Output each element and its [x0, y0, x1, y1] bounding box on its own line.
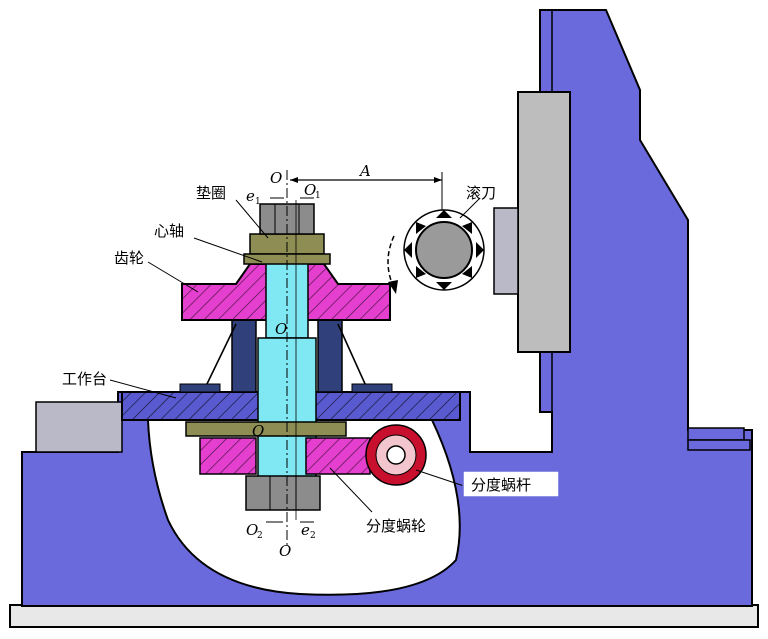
leader-worm [415, 469, 465, 487]
strut-right [337, 323, 367, 387]
label-mandrel: 心轴 [154, 222, 184, 240]
rotation-arrow [387, 235, 395, 289]
hob-slide [517, 91, 571, 353]
symbol-O2: O [246, 521, 258, 539]
symbol-e2: e [301, 521, 310, 539]
label-index-worm-wheel: 分度蜗轮 [366, 517, 426, 535]
gasket-mid [185, 421, 347, 437]
symbol-O-bottom: O [279, 542, 291, 560]
column-step-1 [687, 427, 745, 441]
label-index-worm: 分度蜗杆 [471, 476, 531, 494]
support-foot-left [179, 383, 221, 393]
hob-arbor-support [493, 207, 519, 295]
symbol-A: A [358, 162, 371, 180]
symbol-e2-sub: 2 [310, 531, 316, 541]
symbol-e1: e [246, 187, 255, 205]
strut-left [205, 323, 237, 387]
leader-gasket [235, 199, 269, 239]
symbol-O-low: O [252, 422, 264, 440]
leader-mandrel [193, 237, 263, 263]
bottom-nut [245, 475, 321, 511]
symbol-O2-sub: 2 [257, 531, 263, 541]
leader-gear [147, 261, 199, 293]
label-gasket: 垫圈 [196, 184, 226, 202]
hob-cutter [403, 209, 485, 291]
label-worktable: 工作台 [62, 370, 107, 388]
support-right [317, 319, 343, 393]
leader-hob [459, 197, 481, 219]
index-worm [365, 424, 427, 486]
symbol-e1-sub: 1 [255, 197, 261, 207]
column-step-2 [687, 439, 751, 451]
symbol-O-top: O [270, 169, 282, 187]
rotation-arrowhead [388, 280, 398, 294]
support-foot-right [351, 383, 393, 393]
leader-worm-wheel [329, 467, 373, 513]
left-block [35, 401, 123, 453]
label-gear: 齿轮 [114, 249, 144, 267]
symbol-O1-sub: 1 [315, 191, 321, 201]
leader-worktable [109, 379, 177, 399]
label-hob: 滚刀 [466, 184, 496, 202]
index-worm-callout: 分度蜗杆 [462, 470, 560, 498]
symbol-O-mid: O [275, 320, 287, 338]
index-worm-wheel-body [199, 437, 371, 475]
symbol-O1: O [304, 181, 316, 199]
base-plate [9, 604, 759, 628]
support-left [231, 319, 257, 393]
